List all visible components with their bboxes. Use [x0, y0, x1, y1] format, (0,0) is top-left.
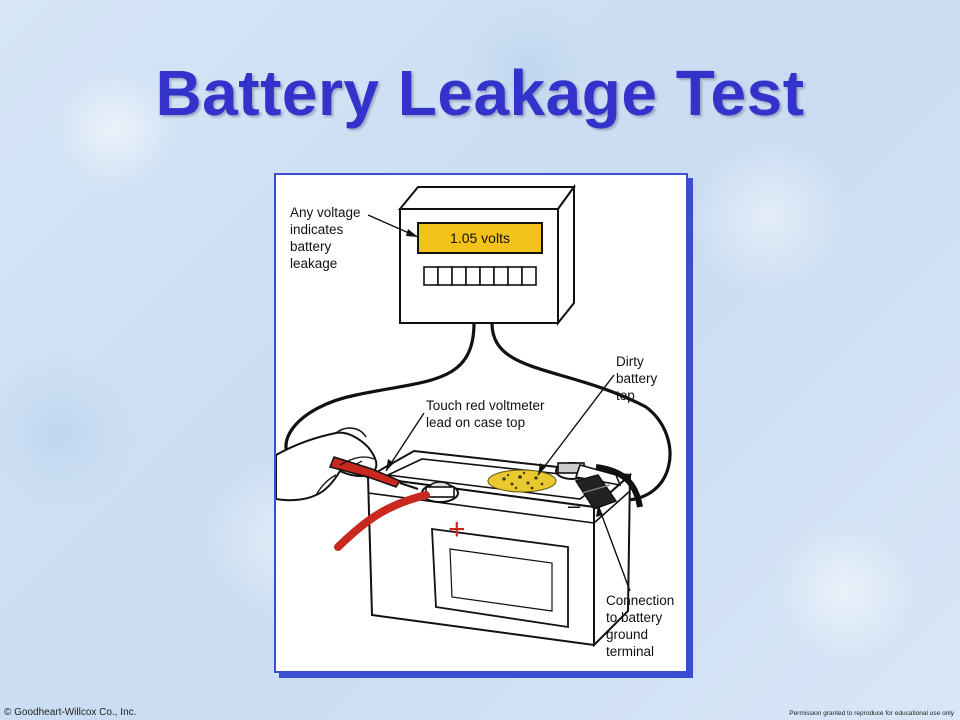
callout-arrow-touch [385, 412, 425, 472]
dirt-patch [487, 469, 557, 493]
svg-text:battery: battery [290, 239, 332, 254]
slide-title: Battery Leakage Test [155, 57, 805, 129]
voltmeter-display [417, 222, 543, 254]
diagram-frame: 1.05 volts [274, 173, 688, 673]
hand [276, 427, 378, 502]
ground-clamp [574, 474, 618, 510]
battery-cable-positive [334, 491, 430, 551]
svg-text:lead on case top: lead on case top [426, 415, 525, 430]
positive-terminal [421, 481, 459, 503]
svg-text:battery: battery [616, 371, 658, 386]
voltmeter: 1.05 volts [397, 183, 576, 326]
svg-text:terminal: terminal [606, 644, 654, 659]
red-probe [328, 456, 419, 490]
leakage-test-diagram: 1.05 volts [276, 183, 674, 659]
copyright-notice: © Goodheart-Willcox Co., Inc. [4, 707, 137, 718]
voltmeter-keys [423, 266, 537, 286]
svg-text:Dirty: Dirty [616, 354, 644, 369]
battery-cable-negative [595, 464, 643, 508]
svg-text:Touch red voltmeter: Touch red voltmeter [426, 398, 545, 413]
positive-sign: + [448, 513, 466, 546]
svg-text:top: top [616, 388, 635, 403]
label-dirty-top: Dirty battery top [616, 354, 658, 403]
permission-notice: Permission granted to reproduce for educ… [789, 710, 954, 717]
label-connection: Connection to battery ground terminal [606, 593, 674, 659]
svg-text:ground: ground [606, 627, 648, 642]
negative-sign: – [568, 493, 581, 518]
callout-arrow-connection [597, 504, 631, 592]
label-touch-lead: Touch red voltmeter lead on case top [426, 398, 545, 430]
svg-text:to battery: to battery [606, 610, 663, 625]
svg-text:Connection: Connection [606, 593, 674, 608]
battery [364, 449, 633, 648]
voltmeter-reading: 1.05 volts [450, 230, 510, 246]
svg-text:Any voltage: Any voltage [290, 205, 361, 220]
callout-arrow-dirty [537, 374, 615, 476]
label-any-voltage: Any voltage indicates battery leakage [290, 205, 361, 271]
svg-text:indicates: indicates [290, 222, 344, 237]
svg-text:leakage: leakage [290, 256, 337, 271]
